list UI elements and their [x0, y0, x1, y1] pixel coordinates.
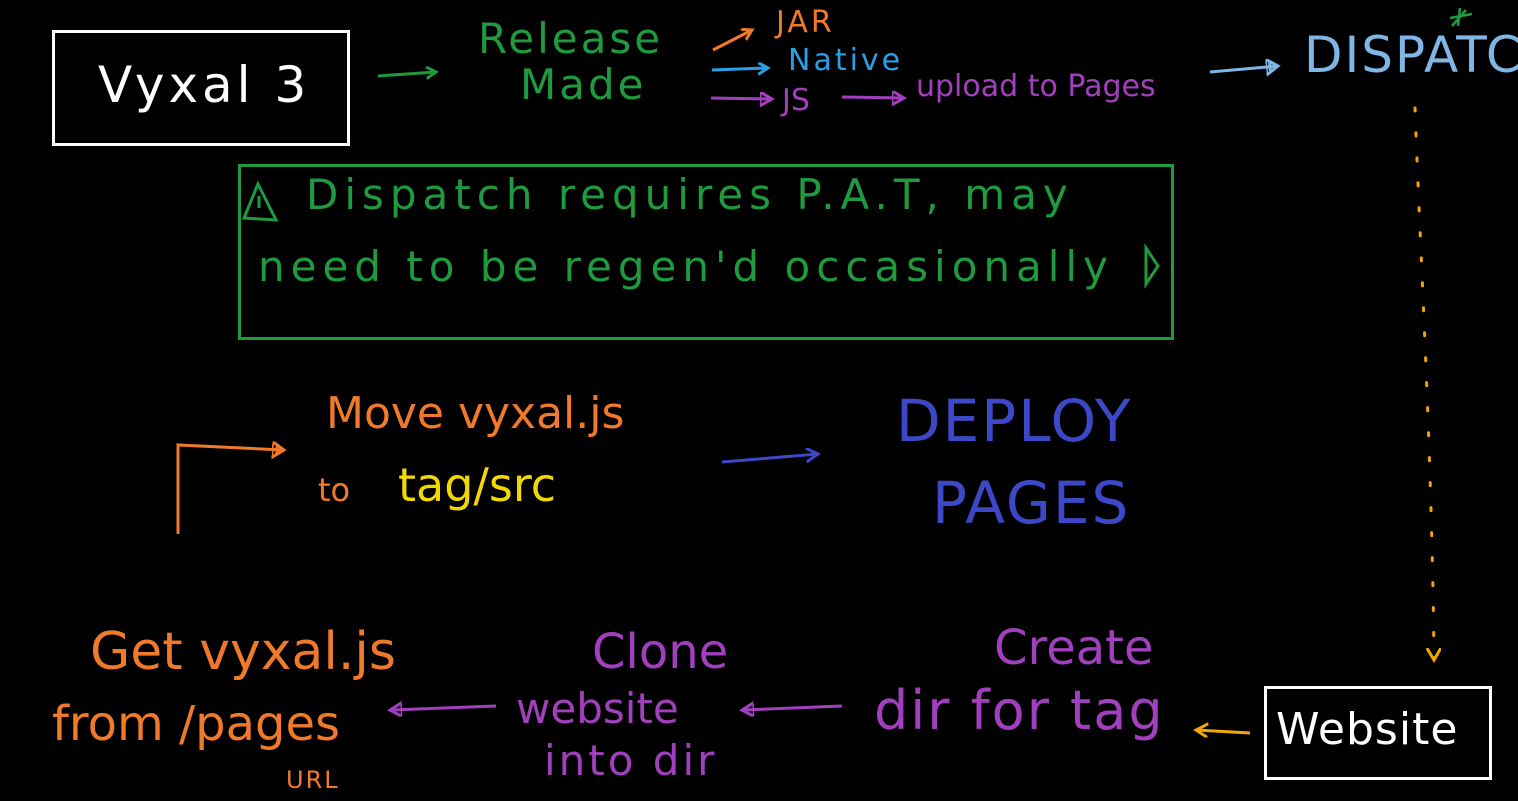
- arrow-move-to-deploy: [721, 454, 818, 464]
- create-label-line2: dir for tag: [874, 679, 1165, 742]
- move-label-line1: Move vyxal.js: [326, 388, 625, 439]
- jar-label: JAR: [776, 5, 835, 40]
- create-label-line1: Create: [994, 620, 1154, 676]
- release-label-line1: Release: [478, 14, 664, 63]
- dispatch-note-box: [238, 164, 1174, 340]
- clone-label-line1: Clone: [592, 624, 729, 680]
- upload-label: upload to Pages: [916, 69, 1156, 104]
- arrow-get-to-move: [176, 445, 284, 534]
- arrow-js-to-upload: [841, 97, 902, 98]
- note-end-marker-icon: [1144, 243, 1160, 289]
- move-label-to: to: [318, 471, 351, 509]
- arrow-vyxal-to-release: [377, 72, 436, 76]
- deploy-label-line2: PAGES: [932, 469, 1131, 537]
- deploy-label-line1: DEPLOY: [896, 387, 1133, 455]
- vyxal-node-box: [52, 30, 350, 146]
- native-label: Native: [788, 43, 904, 78]
- arrow-release-to-jar: [712, 30, 752, 52]
- dispatch-note-line2: need to be regen'd occasionally: [258, 242, 1114, 291]
- warning-icon: [241, 180, 279, 222]
- arrow-upload-to-dispatch: [1209, 66, 1278, 72]
- asterisk-icon: [1449, 7, 1473, 27]
- clone-label-line2: website: [516, 684, 679, 733]
- arrow-release-to-js: [710, 98, 770, 99]
- js-label: JS: [782, 83, 810, 118]
- release-label-line2: Made: [520, 60, 647, 109]
- dispatch-label: DISPATCH: [1304, 26, 1518, 84]
- arrow-dispatch-to-website: [1413, 106, 1434, 660]
- arrow-release-to-native: [711, 68, 768, 70]
- website-node-box: [1264, 686, 1492, 780]
- get-label-line3: URL: [286, 766, 340, 794]
- arrow-website-to-create: [1196, 730, 1251, 733]
- move-label-path: tag/src: [398, 458, 557, 512]
- arrow-clone-to-get: [392, 706, 497, 710]
- get-label-line2: from /pages: [52, 696, 341, 752]
- dispatch-note-line1: Dispatch requires P.A.T, may: [306, 170, 1074, 219]
- website-node-label: Website: [1276, 704, 1459, 755]
- arrow-create-to-clone: [744, 706, 843, 710]
- get-label-line1: Get vyxal.js: [90, 622, 396, 682]
- clone-label-line3: into dir: [544, 736, 718, 785]
- vyxal-node-label: Vyxal 3: [98, 56, 311, 114]
